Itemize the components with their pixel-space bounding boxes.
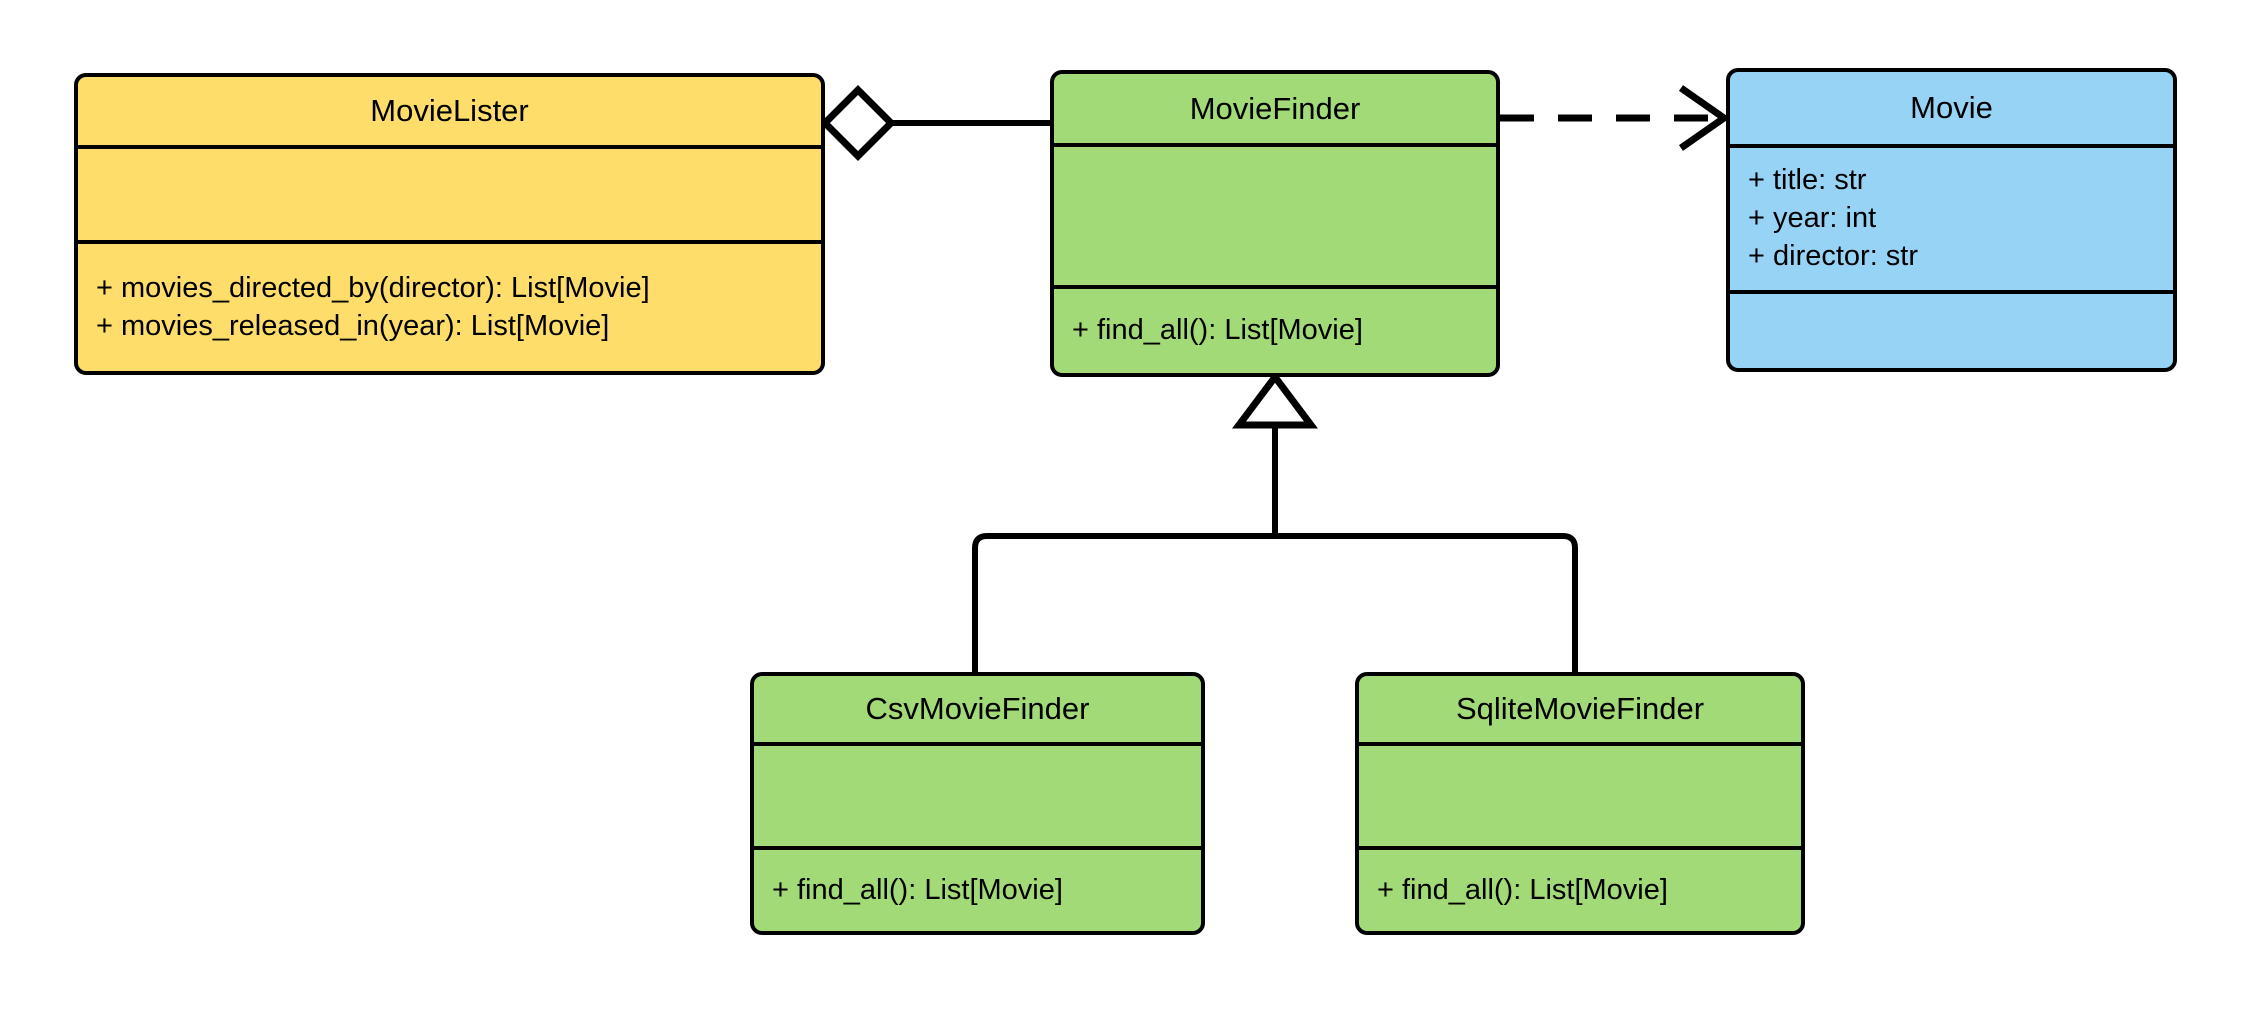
method-item: + find_all(): List[Movie] — [1377, 873, 1668, 906]
aggregation-lister-finder-connector — [820, 85, 1050, 161]
methods-compartment: + find_all(): List[Movie] — [1359, 846, 1801, 931]
methods-compartment: + find_all(): List[Movie] — [754, 846, 1201, 931]
method-item: + find_all(): List[Movie] — [772, 873, 1063, 906]
class-name-compartment: Movie — [1730, 72, 2173, 144]
class-name-compartment: CsvMovieFinder — [754, 676, 1201, 742]
class-title-movie-finder: MovieFinder — [1189, 90, 1361, 126]
class-name-compartment: MovieFinder — [1054, 74, 1496, 143]
attribute-item: + year: int — [1748, 202, 1877, 235]
methods-compartment — [1730, 290, 2173, 368]
class-name-compartment: MovieLister — [78, 77, 821, 145]
class-title-movie: Movie — [1910, 90, 1993, 126]
methods-list: + find_all(): List[Movie] — [754, 872, 1201, 910]
class-box-sqlite-movie-finder[interactable]: SqliteMovieFinder + find_all(): List[Mov… — [1355, 672, 1805, 935]
attributes-compartment — [1054, 143, 1496, 285]
class-box-csv-movie-finder[interactable]: CsvMovieFinder + find_all(): List[Movie] — [750, 672, 1205, 935]
class-box-movie-lister[interactable]: MovieLister + movies_directed_by(directo… — [74, 73, 825, 375]
methods-list: + movies_directed_by(director): List[Mov… — [78, 270, 821, 345]
attribute-item: + director: str — [1748, 239, 1919, 272]
attribute-item: + title: str — [1748, 164, 1867, 197]
dependency-finder-movie-connector — [1500, 85, 1731, 151]
attributes-list: + title: str + year: int + director: str — [1730, 162, 2173, 275]
method-item: + movies_directed_by(director): List[Mov… — [96, 271, 650, 304]
class-title-movie-lister: MovieLister — [370, 93, 529, 129]
attributes-compartment — [754, 742, 1201, 846]
method-item: + find_all(): List[Movie] — [1072, 314, 1363, 347]
methods-list: + find_all(): List[Movie] — [1054, 312, 1496, 350]
attributes-compartment — [78, 145, 821, 240]
attributes-compartment — [1359, 742, 1801, 846]
methods-compartment: + movies_directed_by(director): List[Mov… — [78, 240, 821, 371]
class-box-movie-finder[interactable]: MovieFinder + find_all(): List[Movie] — [1050, 70, 1500, 377]
generalization-tree-connector — [972, 371, 1578, 672]
generalization-bus — [972, 533, 1578, 672]
class-name-compartment: SqliteMovieFinder — [1359, 676, 1801, 742]
hollow-triangle-icon — [1232, 371, 1318, 429]
open-arrow-icon — [1678, 85, 1731, 151]
methods-compartment: + find_all(): List[Movie] — [1054, 285, 1496, 373]
methods-list: + find_all(): List[Movie] — [1359, 872, 1801, 910]
method-item: + movies_released_in(year): List[Movie] — [96, 309, 610, 342]
hollow-diamond-icon — [820, 85, 896, 161]
class-box-movie[interactable]: Movie + title: str + year: int + directo… — [1726, 68, 2177, 372]
attributes-compartment: + title: str + year: int + director: str — [1730, 144, 2173, 290]
class-title-sqlite-movie-finder: SqliteMovieFinder — [1455, 691, 1705, 727]
class-title-csv-movie-finder: CsvMovieFinder — [865, 691, 1090, 727]
